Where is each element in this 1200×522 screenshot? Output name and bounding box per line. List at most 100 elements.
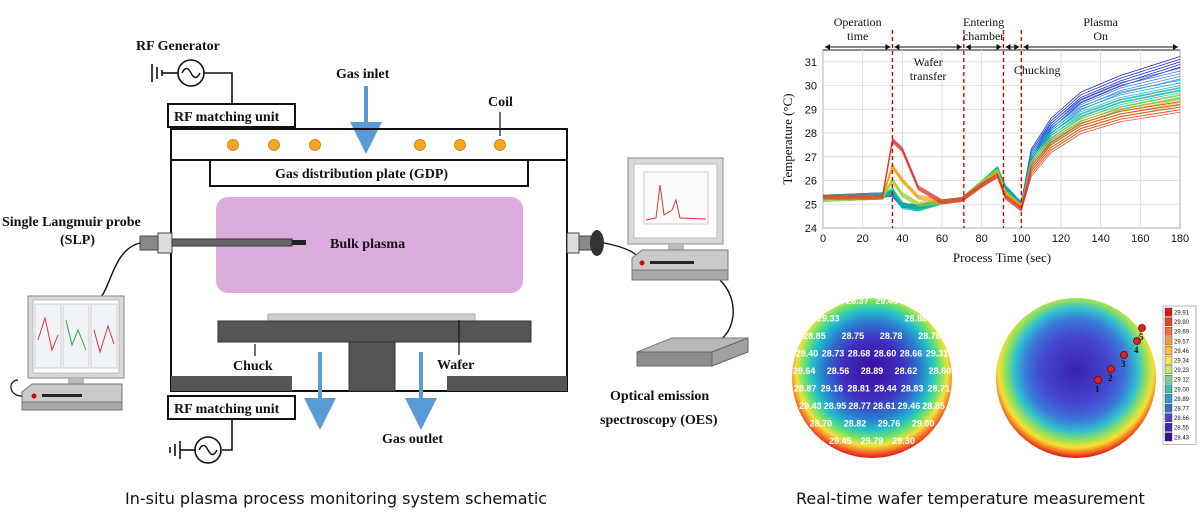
coil-dot — [414, 139, 426, 151]
chuck-pedestal — [348, 341, 396, 392]
measurement-point-label: 4 — [1134, 345, 1139, 355]
phase-arrow-left — [1023, 44, 1029, 50]
map-value-label: 28.89 — [861, 366, 884, 376]
series-line — [822, 94, 1181, 206]
coil-dot — [494, 139, 506, 151]
disk-slot — [650, 261, 694, 264]
legend-swatch — [1164, 336, 1173, 346]
legend-swatch — [1164, 375, 1173, 384]
series-line — [823, 111, 1181, 212]
phase-arrow-right — [1173, 44, 1178, 50]
slp-computer-icon — [10, 295, 125, 411]
phase-label: Plasma — [1083, 15, 1118, 29]
map-value-label: 28.85 — [803, 331, 826, 341]
oes-label-line2: spectroscopy (OES) — [600, 413, 718, 428]
map-value-label: 28.70 — [810, 419, 833, 429]
map-value-label: 28.68 — [848, 349, 871, 359]
map-value-label: 28.56 — [827, 366, 850, 376]
phase-label: Operation — [834, 15, 882, 29]
map-value-label: 29.31 — [926, 349, 949, 359]
disk-slot — [42, 394, 82, 397]
power-led — [639, 260, 645, 266]
series-line — [823, 106, 1181, 210]
measurement-point-label: 1 — [1095, 384, 1100, 394]
ground-symbol-bottom — [169, 441, 195, 459]
x-tick-label: 140 — [1091, 233, 1109, 245]
phase-label: Wafer — [914, 55, 943, 69]
temperature-caption: Real-time wafer temperature measurement — [796, 489, 1145, 508]
pc-base — [631, 249, 729, 271]
phase-arrow-left — [965, 44, 971, 50]
gas-outlet-label: Gas outlet — [382, 432, 443, 447]
wafer-label: Wafer — [437, 358, 474, 373]
y-tick-label: 29 — [805, 104, 817, 116]
legend-swatch — [1164, 384, 1173, 394]
map-value-label: 28.75 — [842, 331, 865, 341]
legend-value: 29.57 — [1174, 339, 1190, 345]
pc-base — [21, 383, 123, 403]
spectrometer-box — [636, 337, 749, 367]
series-line — [823, 109, 1181, 211]
x-tick-label: 60 — [936, 233, 948, 245]
phase-label: transfer — [910, 69, 947, 83]
map-value-label: 28.81 — [847, 384, 870, 394]
x-tick-label: 40 — [896, 233, 908, 245]
langmuir-probe — [139, 232, 306, 254]
legend-swatch — [1164, 423, 1173, 432]
phase-arrow-left — [894, 44, 900, 50]
probe-flange — [139, 235, 159, 251]
spectrum-plot — [643, 171, 709, 225]
legend-swatch — [1164, 346, 1173, 355]
legend-swatch — [1164, 365, 1173, 375]
series-line — [823, 103, 1181, 209]
phase-markers — [891, 30, 1023, 228]
ac-source-icon — [177, 59, 205, 87]
measurement-point-label: 2 — [1108, 373, 1113, 383]
oes-label-line1: Optical emission — [610, 389, 709, 404]
map-value-label: 29.79 — [861, 436, 884, 446]
y-tick-label: 30 — [805, 81, 817, 93]
phase-label: time — [847, 29, 868, 43]
x-tick-label: 80 — [976, 233, 988, 245]
map-value-label: 28.82 — [844, 419, 867, 429]
oes-computer-icon — [627, 157, 729, 281]
probe-cable — [94, 242, 141, 301]
map-value-label: 29.76 — [878, 419, 901, 429]
phase-label: Chucking — [1014, 63, 1061, 77]
rf-matching-unit-top — [167, 103, 296, 128]
measurement-point-label: 5 — [1139, 332, 1144, 342]
map-value-label: 29.45 — [829, 436, 852, 446]
map-value-label: 29.64 — [793, 366, 816, 376]
map-value-label: 29.40 — [796, 349, 819, 359]
y-tick-label: 26 — [805, 176, 817, 188]
slp-label-line2: (SLP) — [60, 233, 95, 248]
legend-value: 28.89 — [1174, 397, 1190, 403]
map-value-label: 28.66 — [900, 349, 923, 359]
map-value-label: 28.37 — [846, 296, 869, 306]
color-scale-legend: 29.9129.8029.6929.5729.4629.3429.2329.12… — [1162, 305, 1197, 445]
x-tick-label: 0 — [820, 233, 826, 245]
series-lines — [822, 56, 1181, 212]
map-value-label: 29.16 — [821, 384, 844, 394]
map-value-label: 28.62 — [895, 366, 918, 376]
ac-source-icon-bottom — [194, 436, 222, 464]
chuck-plate — [217, 320, 532, 343]
phase-arrow-right — [885, 44, 891, 50]
legend-value: 28.77 — [1174, 407, 1190, 413]
x-tick-label: 20 — [857, 233, 869, 245]
legend-value: 29.23 — [1174, 368, 1190, 374]
probe-port — [157, 232, 173, 254]
phase-arrow-right — [996, 44, 1002, 50]
coil-dot — [227, 139, 239, 151]
map-value-label: 28.85 — [922, 401, 945, 411]
legend-value: 29.46 — [1174, 349, 1190, 355]
rf-generator-label: RF Generator — [136, 39, 220, 54]
measurement-point-label: 3 — [1121, 359, 1126, 369]
legend-swatch — [1164, 355, 1173, 365]
legend-value: 29.69 — [1174, 330, 1190, 336]
